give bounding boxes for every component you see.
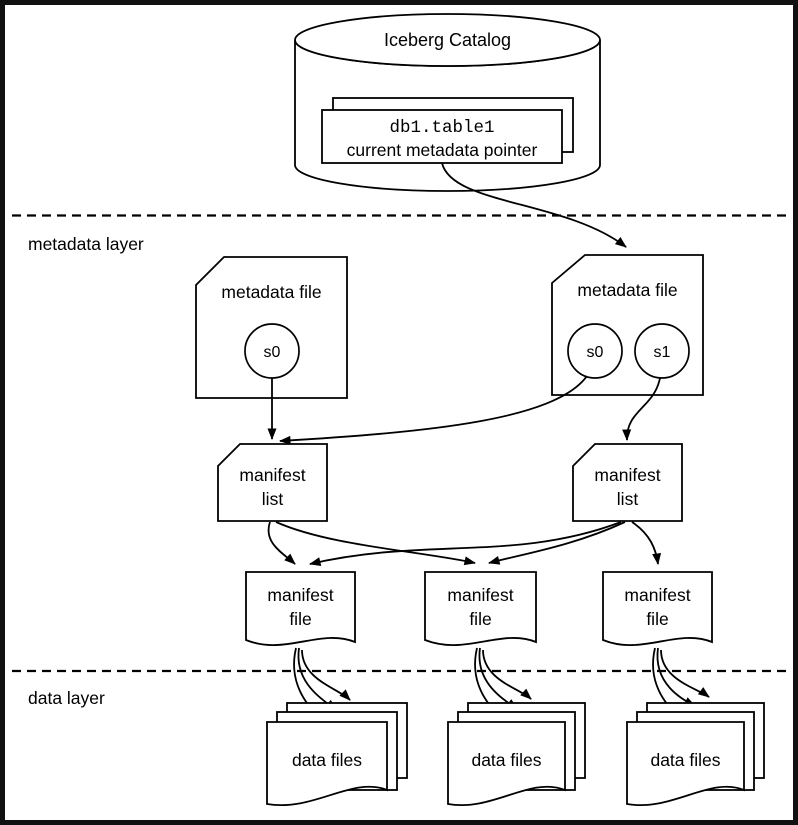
manifest-list-1-label-line2: list (262, 489, 284, 509)
data-files-stack-1: data files (266, 702, 408, 807)
metadata-layer-label: metadata layer (28, 234, 144, 254)
data-file-sheet-front (447, 721, 566, 807)
data-files-stack-2: data files (447, 702, 586, 807)
catalog-cylinder-top (294, 13, 601, 67)
arrow-manifest-list-2-to-manifest-file-3 (631, 521, 662, 565)
snapshot-s1-circle (634, 323, 690, 379)
manifest-file-1: manifest file (245, 571, 356, 646)
data-file-sheet-front (266, 721, 388, 807)
manifest-list-1: manifest list (217, 443, 328, 522)
metadata-file-1-label: metadata file (221, 282, 321, 302)
data-files-3-label: data files (650, 750, 720, 770)
arrow-s1-to-manifest-list-2 (622, 377, 661, 441)
manifest-file-2-label-line2: file (469, 609, 491, 629)
manifest-file-2-shape (424, 571, 537, 646)
snapshot-s0-label: s0 (587, 344, 604, 361)
data-files-1-label: data files (292, 750, 362, 770)
manifest-list-1-shape (217, 443, 328, 522)
manifest-file-3-label-line2: file (646, 609, 668, 629)
arrow-to-data-file (660, 649, 710, 698)
metadata-file-1: metadata file s0 (195, 256, 348, 399)
manifest-file-1-label-line2: file (289, 609, 311, 629)
arrow-s0-right-to-manifest-list-1 (279, 375, 588, 445)
metadata-pointer-card (321, 109, 563, 164)
arrow-to-data-file (482, 649, 532, 700)
iceberg-catalog: Iceberg Catalog db1.table1 current metad… (294, 13, 601, 192)
data-file-sheet-front (626, 721, 745, 807)
data-layer-label: data layer (28, 688, 105, 708)
manifest-file-2: manifest file (424, 571, 537, 646)
pointer-caption: current metadata pointer (347, 140, 538, 160)
snapshot-s1-label: s1 (654, 344, 671, 361)
arrow-manifest-list-1-to-manifest-file-2 (275, 521, 476, 566)
manifest-list-1-label-line1: manifest (239, 465, 305, 485)
manifest-file-3: manifest file (602, 571, 713, 646)
manifest-file-1-shape (245, 571, 356, 646)
arrow-manifest-list-1-to-manifest-file-1 (267, 521, 296, 565)
metadata-file-2-label: metadata file (577, 280, 677, 300)
manifest-list-2: manifest list (572, 443, 683, 522)
metadata-file-2: metadata file s0 s1 (551, 254, 704, 396)
manifest-file-1-label-line1: manifest (267, 585, 333, 605)
catalog-title: Iceberg Catalog (384, 30, 511, 50)
manifest-file-3-shape (602, 571, 713, 646)
data-files-2-label: data files (471, 750, 541, 770)
data-files-stack-3: data files (626, 702, 765, 807)
snapshot-s0-label: s0 (264, 344, 281, 361)
arrow-catalog-to-metadata-file-2 (441, 162, 627, 248)
pointer-table-name: db1.table1 (389, 118, 494, 138)
arrow-to-data-file (301, 649, 351, 701)
manifest-list-2-label-line2: list (617, 489, 639, 509)
manifest-file-3-label-line1: manifest (624, 585, 690, 605)
metadata-file-2-shape (551, 254, 704, 396)
snapshot-s0-circle (567, 323, 623, 379)
manifest-list-2-label-line1: manifest (594, 465, 660, 485)
arrow-manifest-list-2-to-manifest-file-1 (309, 521, 622, 566)
manifest-list-2-shape (572, 443, 683, 522)
iceberg-architecture-diagram: metadata layer data layer Iceberg Catalo… (12, 13, 789, 807)
arrow-manifest-list-2-to-manifest-file-2 (488, 521, 626, 565)
manifest-file-2-label-line1: manifest (447, 585, 513, 605)
